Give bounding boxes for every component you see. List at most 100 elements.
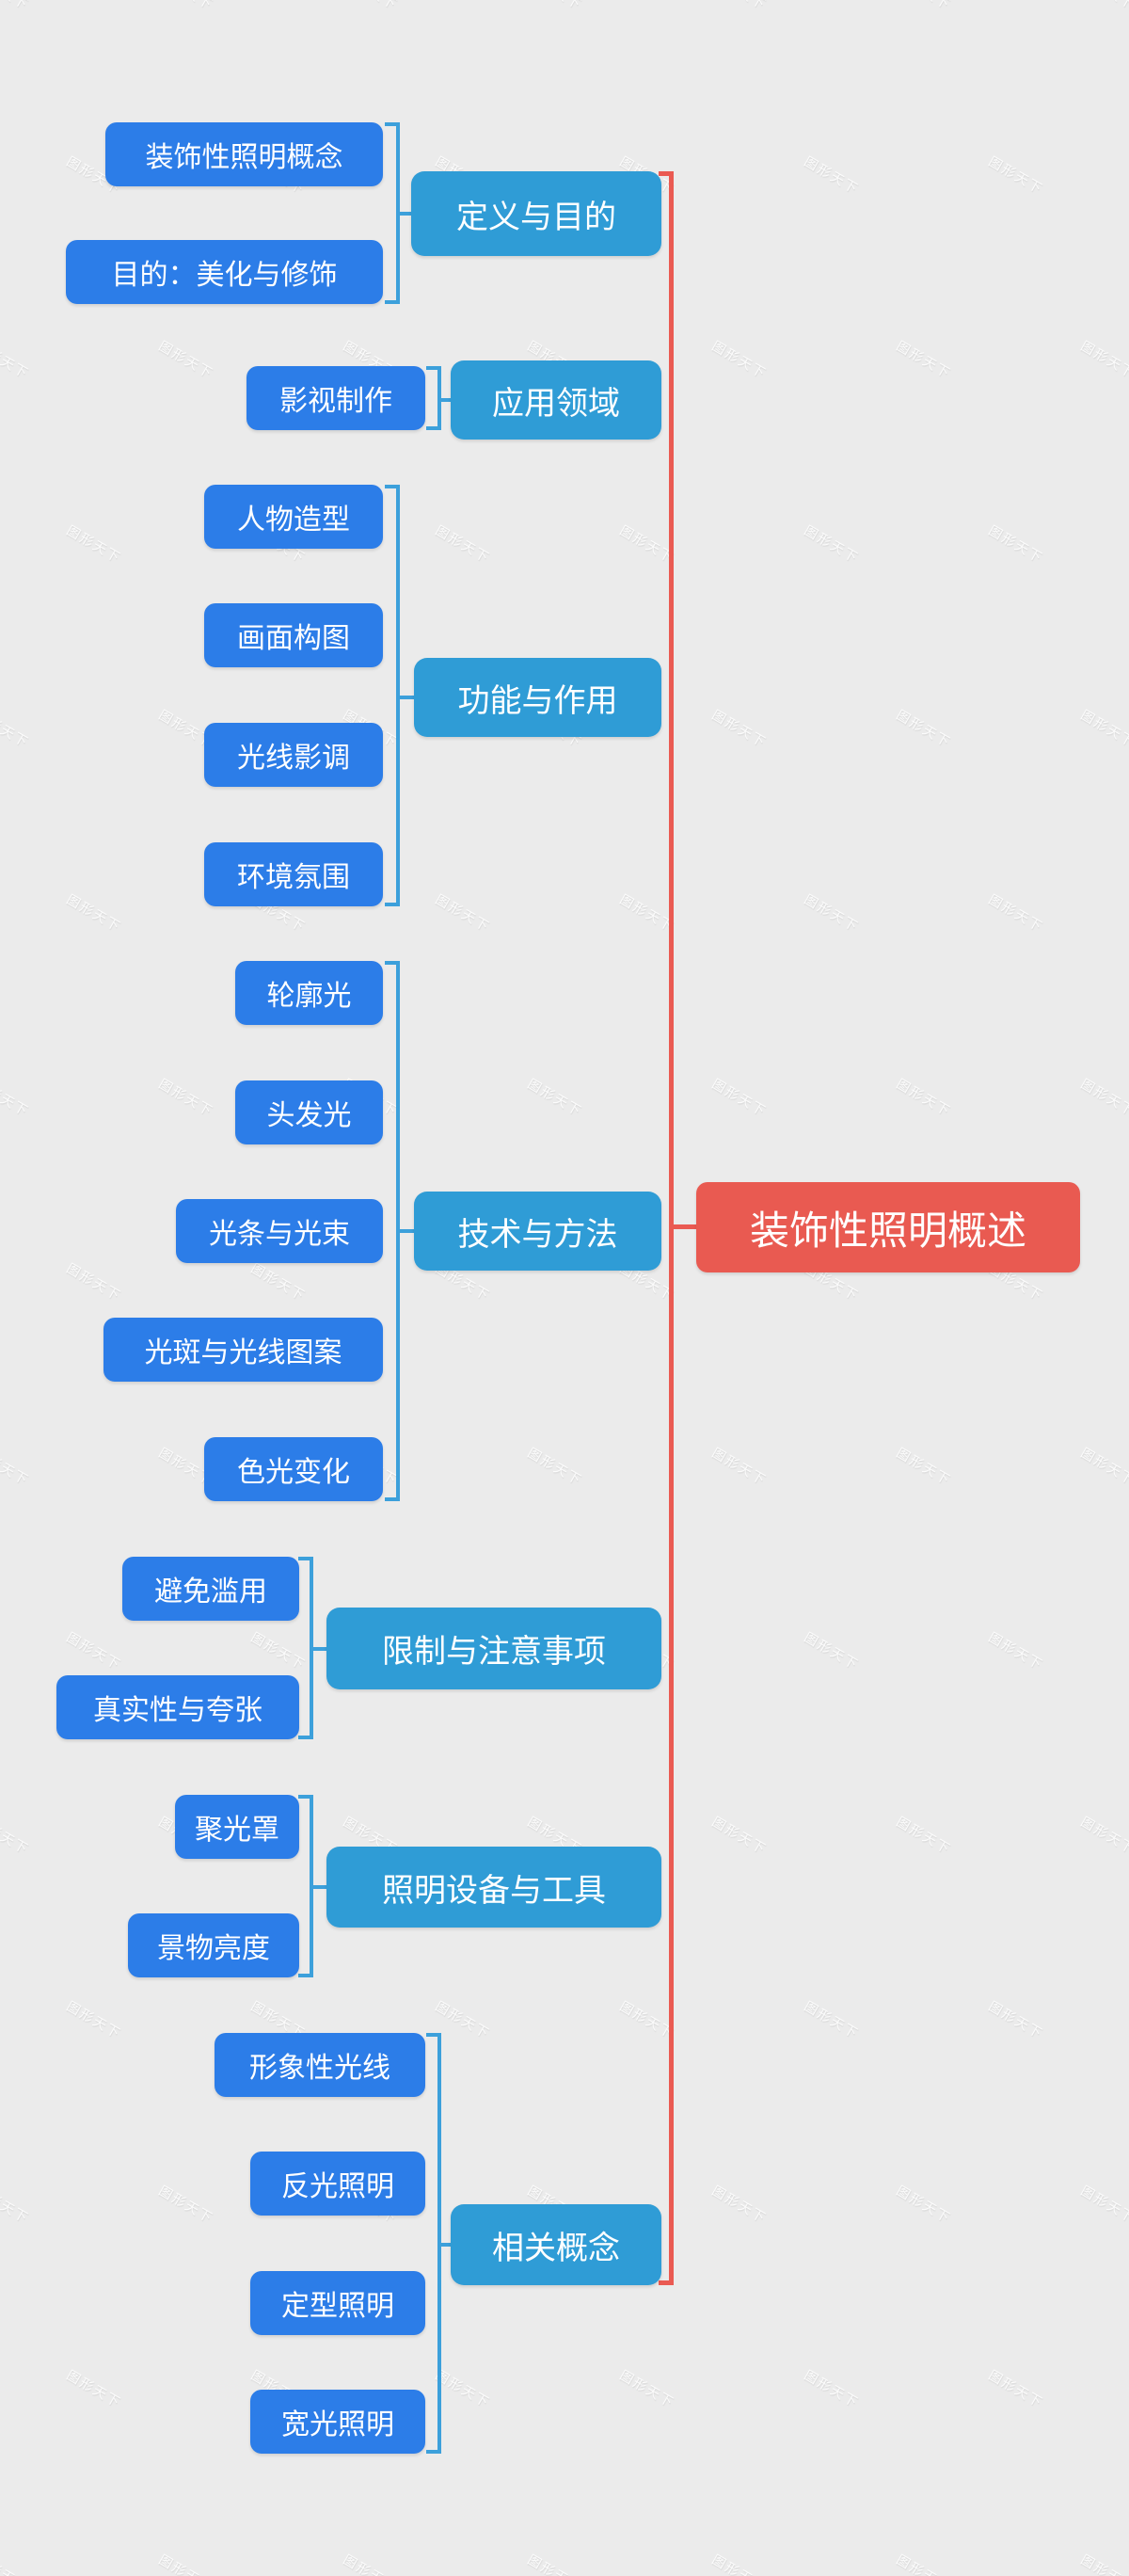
watermark: 图形天下 xyxy=(524,0,585,14)
child-node[interactable]: 影视制作 xyxy=(246,366,425,430)
watermark: 图形天下 xyxy=(64,522,124,566)
branch-bracket-bottom-hook xyxy=(385,903,400,906)
branch-bracket-top-hook xyxy=(426,2033,441,2037)
child-node[interactable]: 景物亮度 xyxy=(128,1913,299,1977)
watermark: 图形天下 xyxy=(0,707,32,750)
watermark: 图形天下 xyxy=(0,1814,32,1857)
child-node[interactable]: 画面构图 xyxy=(204,603,383,667)
child-node[interactable]: 反光照明 xyxy=(250,2152,425,2216)
watermark: 图形天下 xyxy=(709,707,770,750)
watermark: 图形天下 xyxy=(64,891,124,935)
child-node[interactable]: 定型照明 xyxy=(250,2271,425,2335)
child-node[interactable]: 色光变化 xyxy=(204,1437,383,1501)
watermark: 图形天下 xyxy=(0,1445,32,1488)
watermark: 图形天下 xyxy=(433,1998,493,2041)
watermark: 图形天下 xyxy=(0,0,33,14)
branch-bracket-bottom-hook xyxy=(426,426,441,430)
branch-node[interactable]: 限制与注意事项 xyxy=(326,1608,661,1689)
branch-bracket xyxy=(396,961,400,1501)
branch-node[interactable]: 定义与目的 xyxy=(411,171,661,256)
child-node[interactable]: 避免滥用 xyxy=(122,1557,299,1621)
branch-bracket-stub xyxy=(313,1885,326,1889)
child-node[interactable]: 宽光照明 xyxy=(250,2390,425,2454)
watermark: 图形天下 xyxy=(986,1998,1046,2041)
branch-bracket-stub xyxy=(441,2243,451,2247)
branch-node[interactable]: 照明设备与工具 xyxy=(326,1847,661,1928)
child-node[interactable]: 装饰性照明概念 xyxy=(105,122,383,186)
child-node[interactable]: 聚光罩 xyxy=(175,1795,299,1859)
watermark: 图形天下 xyxy=(155,0,216,14)
watermark: 图形天下 xyxy=(1078,707,1129,750)
watermark: 图形天下 xyxy=(0,2552,32,2576)
watermark: 图形天下 xyxy=(802,153,862,197)
watermark: 图形天下 xyxy=(0,338,32,381)
watermark: 图形天下 xyxy=(156,2552,216,2576)
watermark: 图形天下 xyxy=(525,1445,585,1488)
branch-bracket-bottom-hook xyxy=(298,1974,313,1977)
watermark: 图形天下 xyxy=(709,2183,770,2226)
child-node[interactable]: 人物造型 xyxy=(204,485,383,549)
branch-bracket-top-hook xyxy=(385,961,400,965)
watermark: 图形天下 xyxy=(802,1629,862,1672)
watermark: 图形天下 xyxy=(64,2367,124,2410)
watermark: 图形天下 xyxy=(64,1629,124,1672)
branch-bracket xyxy=(310,1795,313,1977)
branch-bracket-stub xyxy=(441,398,451,402)
watermark: 图形天下 xyxy=(340,0,401,14)
watermark: 图形天下 xyxy=(708,0,770,14)
branch-bracket-top-hook xyxy=(298,1795,313,1799)
watermark: 图形天下 xyxy=(986,522,1046,566)
watermark: 图形天下 xyxy=(709,1076,770,1119)
watermark: 图形天下 xyxy=(525,1076,585,1119)
watermark: 图形天下 xyxy=(894,1445,954,1488)
watermark: 图形天下 xyxy=(893,0,954,14)
watermark: 图形天下 xyxy=(617,2367,677,2410)
watermark: 图形天下 xyxy=(894,2552,954,2576)
branch-node[interactable]: 应用领域 xyxy=(451,360,661,440)
branch-bracket-bottom-hook xyxy=(426,2450,441,2454)
root-node[interactable]: 装饰性照明概述 xyxy=(696,1182,1080,1272)
watermark: 图形天下 xyxy=(0,1076,32,1119)
watermark: 图形天下 xyxy=(1078,1814,1129,1857)
watermark: 图形天下 xyxy=(802,1998,862,2041)
watermark: 图形天下 xyxy=(525,2552,585,2576)
watermark: 图形天下 xyxy=(1077,0,1129,14)
child-node[interactable]: 光线影调 xyxy=(204,723,383,787)
watermark: 图形天下 xyxy=(894,1076,954,1119)
branch-bracket-top-hook xyxy=(385,485,400,488)
branch-bracket-top-hook xyxy=(385,122,400,126)
child-node[interactable]: 头发光 xyxy=(235,1080,383,1144)
child-node[interactable]: 真实性与夸张 xyxy=(56,1675,299,1739)
watermark: 图形天下 xyxy=(986,891,1046,935)
child-node[interactable]: 目的：美化与修饰 xyxy=(66,240,383,304)
child-node[interactable]: 环境氛围 xyxy=(204,842,383,906)
branch-bracket xyxy=(310,1557,313,1739)
branch-bracket-bottom-hook xyxy=(385,300,400,304)
child-node[interactable]: 光斑与光线图案 xyxy=(103,1318,383,1382)
branch-bracket xyxy=(396,122,400,304)
child-node[interactable]: 轮廓光 xyxy=(235,961,383,1025)
child-node[interactable]: 形象性光线 xyxy=(215,2033,425,2097)
watermark: 图形天下 xyxy=(709,1814,770,1857)
branch-bracket-stub xyxy=(400,696,414,699)
watermark: 图形天下 xyxy=(986,153,1046,197)
watermark: 图形天下 xyxy=(709,1445,770,1488)
watermark: 图形天下 xyxy=(1078,338,1129,381)
watermark: 图形天下 xyxy=(1078,2552,1129,2576)
branch-node[interactable]: 技术与方法 xyxy=(414,1192,661,1271)
branch-bracket xyxy=(437,2033,441,2454)
watermark: 图形天下 xyxy=(802,522,862,566)
branch-bracket-bottom-hook xyxy=(385,1497,400,1501)
watermark: 图形天下 xyxy=(894,707,954,750)
branch-bracket-stub xyxy=(400,212,411,216)
watermark: 图形天下 xyxy=(64,1260,124,1304)
branch-bracket-bottom-hook xyxy=(298,1736,313,1739)
branch-node[interactable]: 功能与作用 xyxy=(414,658,661,737)
watermark: 图形天下 xyxy=(894,2183,954,2226)
branch-node[interactable]: 相关概念 xyxy=(451,2204,661,2285)
watermark: 图形天下 xyxy=(156,1076,216,1119)
watermark: 图形天下 xyxy=(433,522,493,566)
watermark: 图形天下 xyxy=(1078,2183,1129,2226)
trunk-root-stub xyxy=(669,1224,696,1229)
child-node[interactable]: 光条与光束 xyxy=(176,1199,383,1263)
